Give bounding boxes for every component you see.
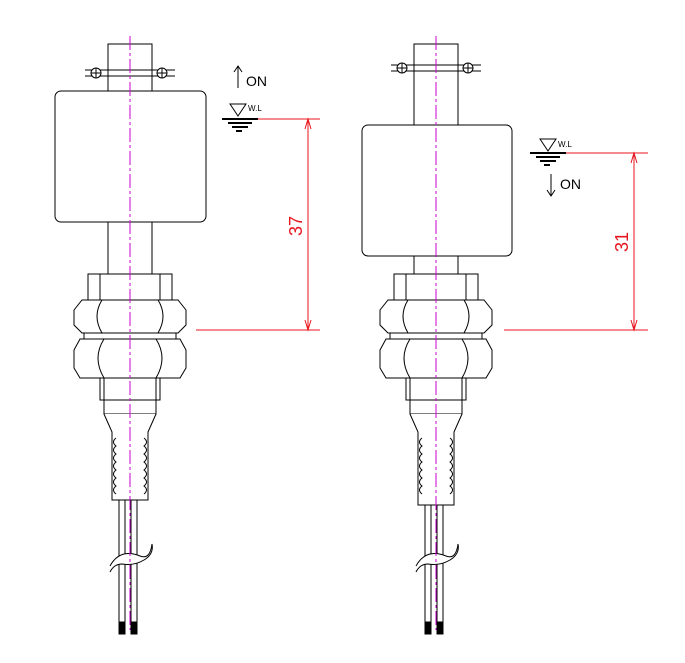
water-level-label: W.L [558, 140, 572, 149]
dimension-left [196, 117, 320, 332]
gland-ribs [113, 437, 147, 495]
wire-tip [130, 621, 138, 635]
state-indicator-left: ON [233, 65, 267, 89]
water-level-icon [229, 103, 247, 117]
float-body [361, 124, 513, 257]
water-level-symbol-left: W.L [222, 103, 262, 132]
wire-tip [436, 621, 444, 635]
lead-wires [415, 505, 459, 622]
arrow-up-icon [233, 65, 243, 88]
water-level-symbol-right: W.L [530, 138, 572, 166]
on-label: ON [560, 176, 581, 192]
water-level-label: W.L [248, 104, 262, 113]
dimension-value-left: 37 [286, 216, 306, 236]
wire-tip [118, 621, 126, 635]
wire-tip [424, 621, 432, 635]
arrow-down-icon [546, 174, 556, 197]
water-level-icon [539, 138, 557, 152]
state-indicator-right: ON [546, 174, 581, 197]
lead-wires [109, 500, 153, 622]
dimension-value-right: 31 [612, 232, 632, 252]
float-switch-right [361, 43, 513, 635]
dimension-right [504, 151, 648, 332]
on-label: ON [246, 73, 267, 89]
gland-ribs [419, 437, 453, 495]
